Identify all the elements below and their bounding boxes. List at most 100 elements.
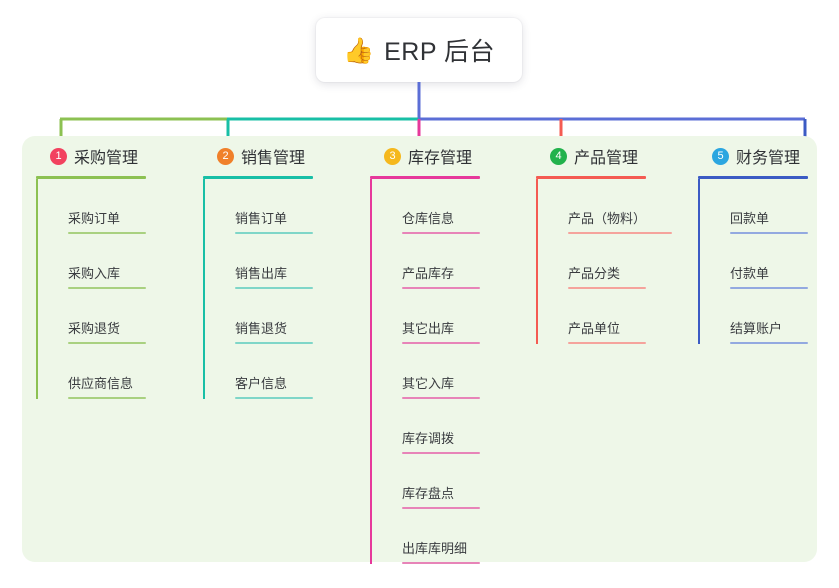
branch-column-4: 4 产品管理产品（物料） 产品分类产品单位 bbox=[536, 143, 686, 344]
branch-item[interactable]: 销售退货 bbox=[217, 289, 353, 344]
branch-header-underline bbox=[698, 176, 808, 179]
branch-item-underline bbox=[235, 397, 313, 399]
branch-item-underline bbox=[568, 287, 646, 289]
branch-item-underline bbox=[68, 397, 146, 399]
branch-item-underline bbox=[68, 232, 146, 234]
branch-item-underline bbox=[730, 342, 808, 344]
branch-item-label: 销售出库 bbox=[235, 266, 288, 281]
branch-column-1: 1 采购管理采购订单采购入库采购退货供应商信息 bbox=[36, 143, 186, 399]
branch-header-underline bbox=[370, 176, 480, 179]
branch-item-label: 库存盘点 bbox=[402, 486, 455, 501]
branch-item[interactable]: 产品单位 bbox=[550, 289, 686, 344]
branch-item-underline bbox=[402, 287, 480, 289]
branch-item-underline bbox=[730, 287, 808, 289]
branch-item[interactable]: 销售订单 bbox=[217, 179, 353, 234]
branch-spine bbox=[536, 179, 538, 344]
branch-item-underline bbox=[402, 342, 480, 344]
branch-item-list: 产品（物料） 产品分类产品单位 bbox=[536, 179, 686, 344]
branch-title: 财务管理 bbox=[736, 150, 801, 167]
branch-column-3: 3 库存管理仓库信息产品库存其它出库其它入库库存调拨库存盘点出库库明细 bbox=[370, 143, 520, 564]
thumbs-up-icon: 👍 bbox=[342, 35, 375, 65]
branch-item-underline bbox=[568, 232, 672, 234]
branch-item-label: 付款单 bbox=[730, 266, 770, 281]
root-node-title: ERP 后台 bbox=[384, 38, 496, 66]
branch-item[interactable]: 采购入库 bbox=[50, 234, 186, 289]
branch-header-underline bbox=[536, 176, 646, 179]
branch-item[interactable]: 采购订单 bbox=[50, 179, 186, 234]
branch-column-2: 2 销售管理销售订单销售出库销售退货客户信息 bbox=[203, 143, 353, 399]
branches-panel bbox=[22, 136, 817, 562]
branch-item[interactable]: 付款单 bbox=[712, 234, 839, 289]
branch-column-5: 5 财务管理回款单付款单结算账户 bbox=[698, 143, 839, 344]
branch-item-underline bbox=[235, 232, 313, 234]
branch-item-label: 客户信息 bbox=[235, 376, 288, 391]
branch-title: 库存管理 bbox=[408, 150, 473, 167]
branch-item-underline bbox=[730, 232, 808, 234]
branch-item-label: 出库库明细 bbox=[402, 541, 468, 556]
branch-header-1[interactable]: 1 采购管理 bbox=[36, 143, 186, 169]
branch-item-label: 结算账户 bbox=[730, 321, 783, 336]
branch-item-label: 销售订单 bbox=[235, 211, 288, 226]
branch-header-4[interactable]: 4 产品管理 bbox=[536, 143, 686, 169]
root-node-erp-backend[interactable]: 👍 ERP 后台 bbox=[316, 18, 522, 82]
branch-header-5[interactable]: 5 财务管理 bbox=[698, 143, 839, 169]
branch-item-label: 产品库存 bbox=[402, 266, 455, 281]
branch-number-badge: 4 bbox=[550, 147, 567, 165]
branch-item[interactable]: 产品（物料） bbox=[550, 179, 686, 234]
branch-item-label: 库存调拨 bbox=[402, 431, 455, 446]
branch-spine bbox=[370, 179, 372, 564]
branch-item-label: 产品单位 bbox=[568, 321, 621, 336]
branch-item-label: 其它入库 bbox=[402, 376, 455, 391]
branch-item[interactable]: 销售出库 bbox=[217, 234, 353, 289]
branch-item-label: 采购订单 bbox=[68, 211, 121, 226]
branch-title: 销售管理 bbox=[241, 150, 306, 167]
branch-item-underline bbox=[235, 342, 313, 344]
branch-item[interactable]: 其它出库 bbox=[384, 289, 520, 344]
branch-header-2[interactable]: 2 销售管理 bbox=[203, 143, 353, 169]
branch-item[interactable]: 出库库明细 bbox=[384, 509, 520, 564]
branch-item[interactable]: 客户信息 bbox=[217, 344, 353, 399]
branch-spine bbox=[203, 179, 205, 399]
branch-number-badge: 5 bbox=[712, 147, 729, 165]
branch-item-label: 供应商信息 bbox=[68, 376, 134, 391]
branch-title: 采购管理 bbox=[74, 150, 139, 167]
branch-item-label: 回款单 bbox=[730, 211, 770, 226]
branch-item[interactable]: 回款单 bbox=[712, 179, 839, 234]
branch-item[interactable]: 产品分类 bbox=[550, 234, 686, 289]
branch-item-label: 销售退货 bbox=[235, 321, 288, 336]
branch-title: 产品管理 bbox=[574, 150, 639, 167]
branch-item-label: 仓库信息 bbox=[402, 211, 455, 226]
branch-spine bbox=[36, 179, 38, 399]
branch-item[interactable]: 供应商信息 bbox=[50, 344, 186, 399]
branch-item-underline bbox=[402, 507, 480, 509]
branch-item[interactable]: 库存调拨 bbox=[384, 399, 520, 454]
branch-header-underline bbox=[36, 176, 146, 179]
branch-item-label: 采购退货 bbox=[68, 321, 121, 336]
branch-item-underline bbox=[568, 342, 646, 344]
branch-item-label: 产品（物料） bbox=[568, 211, 647, 226]
branch-number-badge: 3 bbox=[384, 147, 401, 165]
branch-item-underline bbox=[68, 342, 146, 344]
branch-item-underline bbox=[402, 452, 480, 454]
branch-item-underline bbox=[402, 232, 480, 234]
branch-item[interactable]: 库存盘点 bbox=[384, 454, 520, 509]
branch-number-badge: 2 bbox=[217, 147, 234, 165]
branch-item-underline bbox=[402, 562, 480, 564]
branch-item-list: 仓库信息产品库存其它出库其它入库库存调拨库存盘点出库库明细 bbox=[370, 179, 520, 564]
branch-spine bbox=[698, 179, 700, 344]
branch-item[interactable]: 其它入库 bbox=[384, 344, 520, 399]
branch-item[interactable]: 采购退货 bbox=[50, 289, 186, 344]
branch-header-3[interactable]: 3 库存管理 bbox=[370, 143, 520, 169]
branch-header-underline bbox=[203, 176, 313, 179]
branch-item[interactable]: 产品库存 bbox=[384, 234, 520, 289]
branch-item-label: 采购入库 bbox=[68, 266, 121, 281]
branch-item[interactable]: 仓库信息 bbox=[384, 179, 520, 234]
branch-item-list: 回款单付款单结算账户 bbox=[698, 179, 839, 344]
branch-item-underline bbox=[235, 287, 313, 289]
branch-item[interactable]: 结算账户 bbox=[712, 289, 839, 344]
branch-item-underline bbox=[402, 397, 480, 399]
branch-item-underline bbox=[68, 287, 146, 289]
branch-item-label: 其它出库 bbox=[402, 321, 455, 336]
branch-number-badge: 1 bbox=[50, 147, 67, 165]
